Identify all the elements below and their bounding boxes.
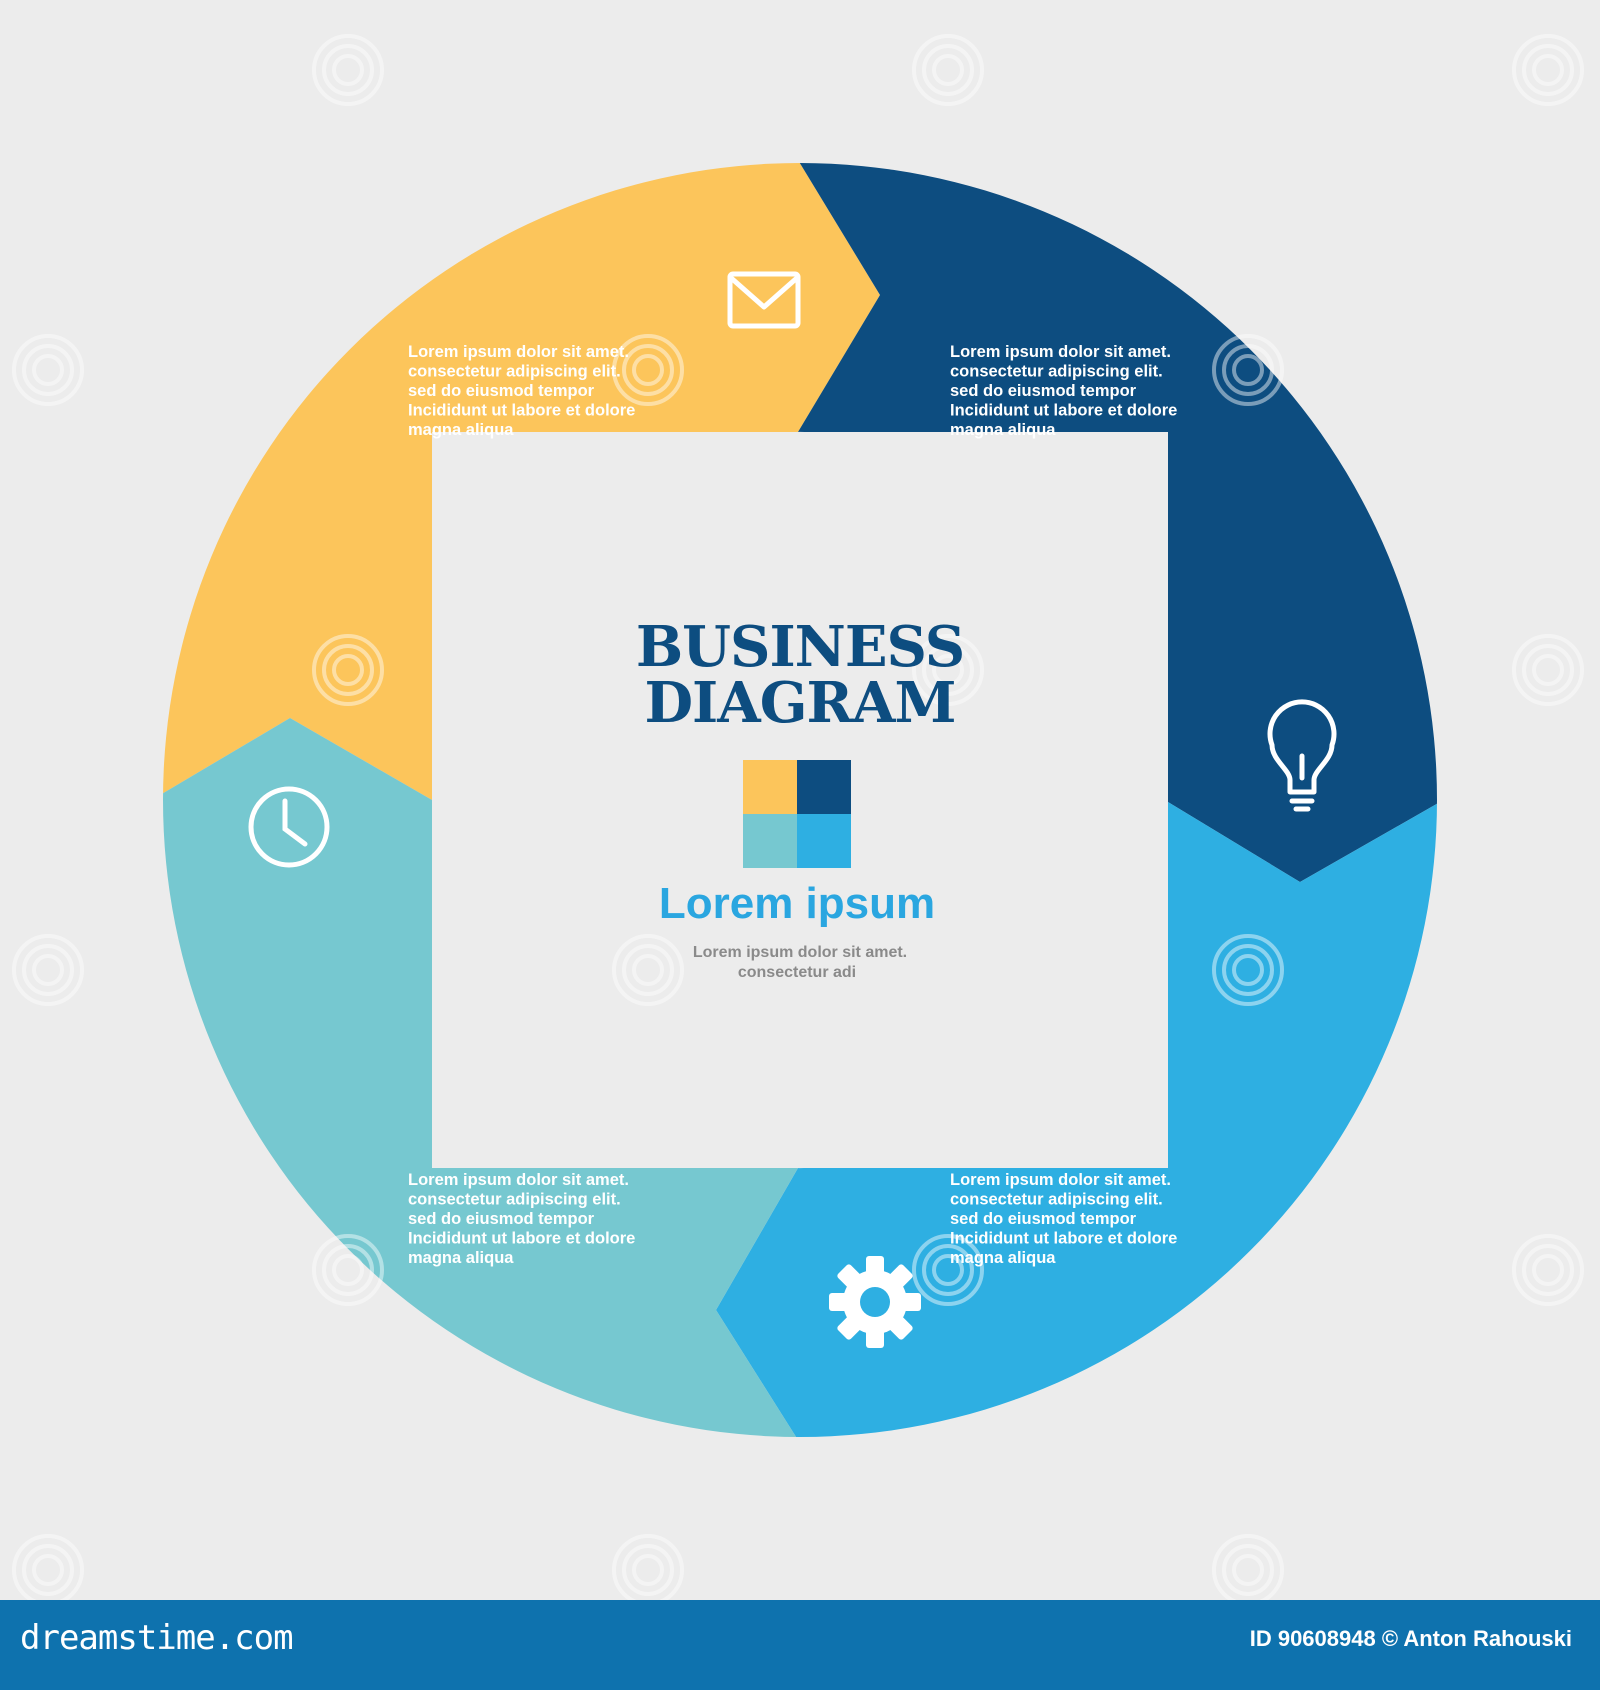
subtitle: Lorem ipsum bbox=[659, 879, 935, 928]
segment-teal bbox=[163, 718, 798, 1437]
watermark-logo bbox=[612, 1534, 684, 1600]
watermark-layer bbox=[12, 34, 1584, 1600]
watermark-logo bbox=[612, 934, 684, 1006]
segment-teal-text: Lorem ipsum dolor sit amet. consectetur … bbox=[408, 1171, 640, 1267]
watermark-logo bbox=[312, 34, 384, 106]
watermark-logo bbox=[1512, 634, 1584, 706]
clock-icon bbox=[248, 786, 330, 868]
color-legend bbox=[743, 760, 851, 868]
watermark-logo bbox=[12, 334, 84, 406]
watermark-logo bbox=[912, 634, 984, 706]
legend-square-yellow bbox=[743, 760, 797, 814]
legend-square-teal bbox=[743, 814, 797, 868]
watermark-site: dreamstime.com bbox=[20, 1618, 294, 1658]
lightbulb-icon bbox=[1267, 699, 1337, 812]
center-content: BUSINESS DIAGRAM Lorem ipsum Lorem ipsum… bbox=[636, 614, 965, 981]
gear-icon bbox=[829, 1256, 921, 1348]
watermark-logo bbox=[1512, 1234, 1584, 1306]
segment-blue-text: Lorem ipsum dolor sit amet. consectetur … bbox=[950, 1171, 1182, 1267]
segment-navy bbox=[798, 163, 1437, 882]
watermark-logo bbox=[12, 1534, 84, 1600]
segment-navy-text: Lorem ipsum dolor sit amet. consectetur … bbox=[950, 343, 1182, 439]
watermark-footer: dreamstime.com ID 90608948 © Anton Rahou… bbox=[0, 1600, 1600, 1690]
legend-square-blue bbox=[797, 814, 851, 868]
watermark-logo bbox=[912, 34, 984, 106]
title-line-2: DIAGRAM bbox=[644, 670, 955, 736]
business-diagram: Lorem ipsum dolor sit amet. consectetur … bbox=[12, 34, 1584, 1600]
watermark-logo bbox=[312, 1234, 384, 1306]
watermark-logo bbox=[1212, 1534, 1284, 1600]
watermark-credit: ID 90608948 © Anton Rahouski bbox=[1249, 1626, 1572, 1651]
watermark-logo bbox=[312, 634, 384, 706]
caption-line-2: consectetur adi bbox=[738, 964, 856, 981]
watermark-logo bbox=[1512, 34, 1584, 106]
title-line-1: BUSINESS bbox=[636, 614, 964, 680]
segment-yellow-text: Lorem ipsum dolor sit amet. consectetur … bbox=[408, 343, 640, 439]
legend-square-navy bbox=[797, 760, 851, 814]
caption-line-1: Lorem ipsum dolor sit amet. bbox=[693, 944, 907, 961]
watermark-logo bbox=[1212, 334, 1284, 406]
envelope-icon bbox=[727, 271, 801, 329]
watermark-logo bbox=[912, 1234, 984, 1306]
watermark-logo bbox=[1212, 934, 1284, 1006]
watermark-logo bbox=[612, 334, 684, 406]
watermark-logo bbox=[12, 934, 84, 1006]
segment-texts: Lorem ipsum dolor sit amet. consectetur … bbox=[408, 343, 1182, 1267]
